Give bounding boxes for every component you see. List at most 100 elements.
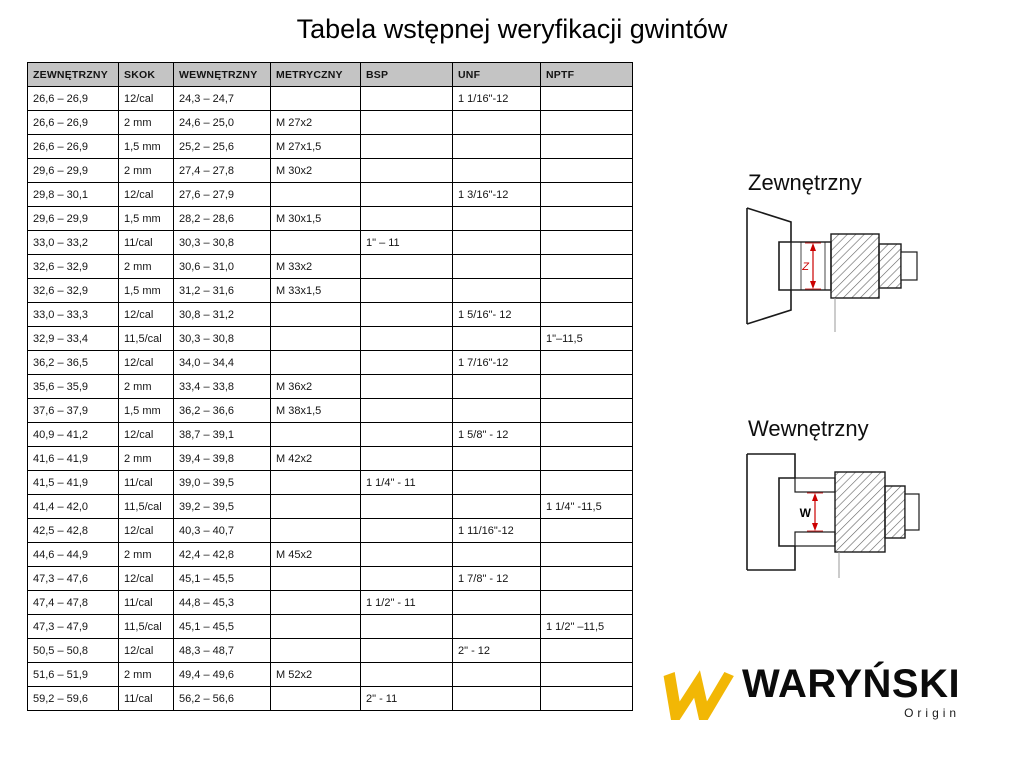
table-cell [360,302,453,327]
table-cell: 12/cal [118,566,174,591]
table-cell: 47,3 – 47,6 [27,566,119,591]
table-cell: M 36x2 [270,374,361,399]
table-cell [540,206,633,231]
table-cell: 30,3 – 30,8 [173,230,271,255]
brand-logo: WARYŃSKI Origin [656,664,960,720]
table-cell: 2 mm [118,110,174,135]
table-cell: 1 1/2" - 11 [360,590,453,615]
table-cell: 12/cal [118,638,174,663]
table-cell: 41,4 – 42,0 [27,494,119,519]
table-cell: 1 3/16"-12 [452,182,541,207]
table-cell [270,86,361,111]
table-cell: 38,7 – 39,1 [173,422,271,447]
table-cell [540,110,633,135]
table-cell: 2 mm [118,446,174,471]
table-cell: 11,5/cal [118,326,174,351]
table-cell [270,518,361,543]
column-header: SKOK [118,62,174,87]
table-cell: M 33x1,5 [270,278,361,303]
table-cell [452,254,541,279]
table-cell [452,614,541,639]
table-cell: 1,5 mm [118,134,174,159]
table-cell [540,662,633,687]
table-cell: 2 mm [118,254,174,279]
table-cell [270,326,361,351]
table-cell [452,590,541,615]
table-cell: 45,1 – 45,5 [173,566,271,591]
table-cell [360,638,453,663]
table-cell [360,662,453,687]
brand-w-icon [663,670,734,720]
table-cell: 47,4 – 47,8 [27,590,119,615]
table-cell [540,182,633,207]
table-cell: 11/cal [118,590,174,615]
table-cell [270,566,361,591]
table-cell [270,350,361,375]
table-cell [452,398,541,423]
table-cell [452,686,541,711]
table-cell: 1 7/8" - 12 [452,566,541,591]
table-cell [540,254,633,279]
table-cell [360,254,453,279]
table-cell [360,278,453,303]
table-cell: 44,6 – 44,9 [27,542,119,567]
table-cell [540,470,633,495]
table-cell: 11,5/cal [118,614,174,639]
table-cell: 32,6 – 32,9 [27,254,119,279]
table-cell: 1"–11,5 [540,326,633,351]
table-cell: 47,3 – 47,9 [27,614,119,639]
table-cell: 49,4 – 49,6 [173,662,271,687]
table-cell [360,182,453,207]
table-cell [540,686,633,711]
table-cell [452,542,541,567]
table-cell [452,158,541,183]
table-cell: M 30x1,5 [270,206,361,231]
table-cell [452,662,541,687]
table-cell [540,134,633,159]
table-cell: 24,3 – 24,7 [173,86,271,111]
table-cell: 1 7/16"-12 [452,350,541,375]
table-cell: 12/cal [118,86,174,111]
table-cell: 12/cal [118,422,174,447]
table-cell: 31,2 – 31,6 [173,278,271,303]
column-header: NPTF [540,62,633,87]
table-cell: 29,6 – 29,9 [27,158,119,183]
table-cell: 2 mm [118,374,174,399]
table-cell [360,374,453,399]
table-cell [270,686,361,711]
table-cell [270,470,361,495]
table-cell: 26,6 – 26,9 [27,110,119,135]
table-cell: 28,2 – 28,6 [173,206,271,231]
table-cell [360,422,453,447]
table-cell: 33,0 – 33,3 [27,302,119,327]
table-cell: 36,2 – 36,6 [173,398,271,423]
table-cell [540,518,633,543]
table-cell: 1,5 mm [118,206,174,231]
table-cell: 42,5 – 42,8 [27,518,119,543]
table-cell: M 45x2 [270,542,361,567]
table-cell: M 27x2 [270,110,361,135]
table-cell [452,374,541,399]
table-cell: 33,4 – 33,8 [173,374,271,399]
table-cell [540,86,633,111]
table-cell [452,494,541,519]
table-cell [270,422,361,447]
brand-name: WARYŃSKI [742,662,961,706]
table-cell: 25,2 – 25,6 [173,134,271,159]
table-cell: 42,4 – 42,8 [173,542,271,567]
table-cell: M 27x1,5 [270,134,361,159]
